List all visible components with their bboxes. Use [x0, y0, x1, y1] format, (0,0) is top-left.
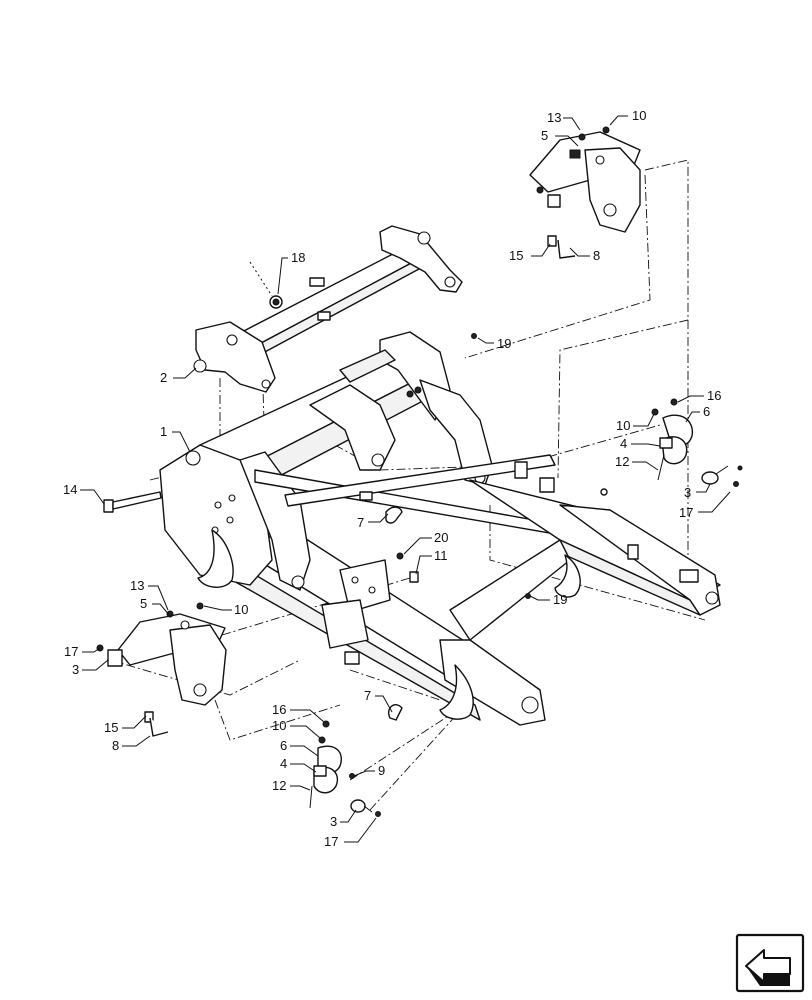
callout-8-left: 8	[112, 738, 119, 753]
callout-10-top: 10	[632, 108, 646, 123]
callout-17-low: 17	[324, 834, 338, 849]
callout-17-right: 17	[679, 505, 693, 520]
part-center-small-group	[344, 333, 608, 721]
part-top-right-bracket	[529, 126, 641, 259]
callout-6-right: 6	[703, 404, 710, 419]
part-main-frame	[159, 331, 721, 726]
callout-5-left: 5	[140, 596, 147, 611]
part-bolt	[103, 491, 162, 513]
callout-11: 11	[434, 548, 448, 563]
callout-1: 1	[160, 424, 167, 439]
callout-labels: 13 10 5 15 8 18 19 2 1 14 16 10 6 4 12 3…	[63, 108, 721, 849]
callout-13-left: 13	[130, 578, 144, 593]
callout-10-right: 10	[616, 418, 630, 433]
callout-20: 20	[434, 530, 448, 545]
callout-7-mid: 7	[357, 515, 364, 530]
part-upper-crossbar	[193, 225, 463, 393]
part-low-clamp-group	[309, 720, 381, 817]
callout-10-low: 10	[272, 718, 286, 733]
callout-12-low: 12	[272, 778, 286, 793]
callout-3-low: 3	[330, 814, 337, 829]
callout-8-top: 8	[593, 248, 600, 263]
leader-lines	[80, 115, 731, 843]
next-page-arrow-icon[interactable]	[735, 933, 805, 993]
callout-7-low: 7	[364, 688, 371, 703]
callout-4-low: 4	[280, 756, 287, 771]
callout-9: 9	[378, 763, 385, 778]
callout-15-top: 15	[509, 248, 523, 263]
callout-2: 2	[160, 370, 167, 385]
callout-16-low: 16	[272, 702, 286, 717]
callout-3-right: 3	[684, 485, 691, 500]
callout-14: 14	[63, 482, 77, 497]
callout-16-right: 16	[707, 388, 721, 403]
callout-19-top: 19	[497, 336, 511, 351]
callout-4-right: 4	[620, 436, 627, 451]
callout-5-top: 5	[541, 128, 548, 143]
callout-12-right: 12	[615, 454, 629, 469]
callout-17-left: 17	[64, 644, 78, 659]
callout-6-low: 6	[280, 738, 287, 753]
callout-18: 18	[291, 250, 305, 265]
callout-3-left: 3	[72, 662, 79, 677]
callout-13-top: 13	[547, 110, 561, 125]
part-right-clamp-group	[651, 398, 743, 487]
callout-15-left: 15	[104, 720, 118, 735]
callout-10-left: 10	[234, 602, 248, 617]
callout-19-mid: 19	[553, 592, 567, 607]
part-left-bracket	[96, 602, 227, 737]
